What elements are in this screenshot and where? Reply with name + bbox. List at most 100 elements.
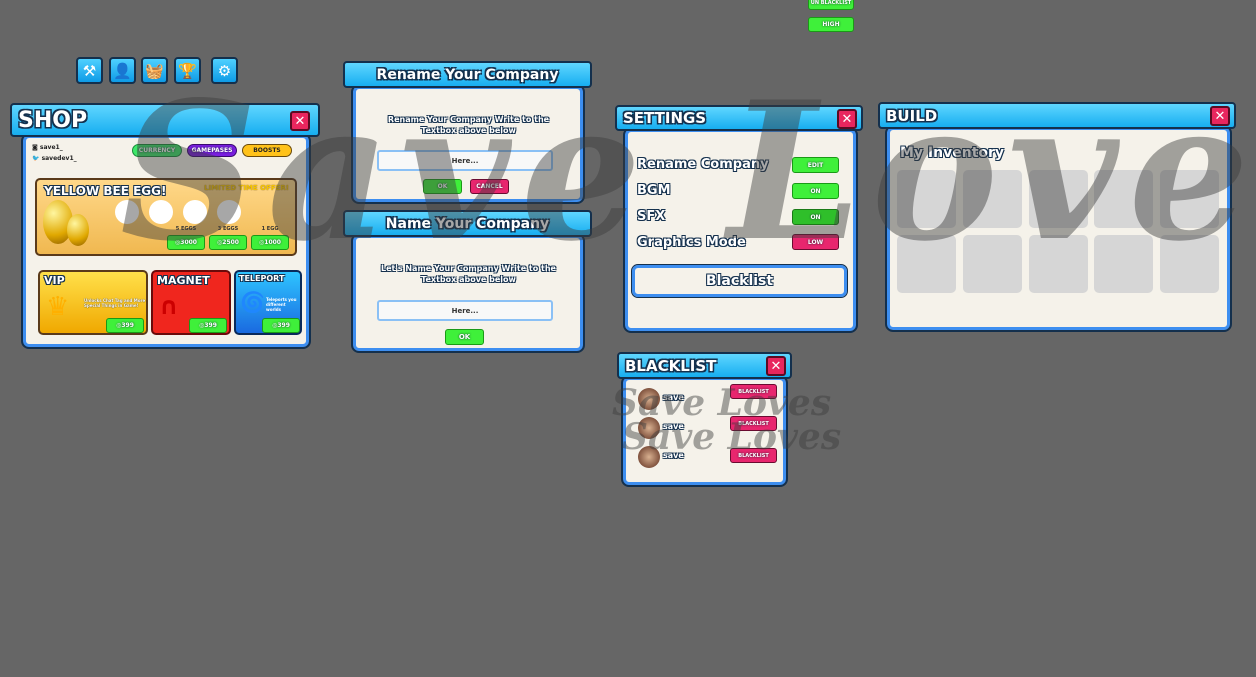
blacklist-panel: save BLACKLIST save BLACKLIST save BLACK…	[621, 375, 788, 487]
avatar	[638, 446, 660, 468]
blacklist-player-button[interactable]: BLACKLIST	[730, 448, 777, 463]
shop-panel: ◙ save1_ 🐦 savedev1_ CURRENCY GAMEPASES …	[21, 133, 311, 349]
pass-title: MAGNET	[157, 274, 210, 287]
magnet-icon: ∩	[159, 292, 179, 320]
egg-offer-card: YELLOW BEE EGG! LIMITED TIME OFFER! 5 EG…	[35, 178, 297, 256]
golden-egg-small-icon	[67, 214, 89, 246]
inventory-slot[interactable]	[1029, 170, 1088, 228]
bee-pet-icon	[217, 200, 241, 224]
settings-button[interactable]: ⚙	[211, 57, 238, 84]
rename-cancel-button[interactable]: CANCEL	[470, 179, 509, 194]
blacklist-button[interactable]: Blacklist	[631, 264, 848, 298]
player-name: save	[663, 451, 684, 460]
setting-label: SFX	[637, 209, 666, 224]
profile-button[interactable]: 👤	[109, 57, 136, 84]
rename-header: Rename Your Company	[343, 61, 592, 88]
bee-pet-icon	[115, 200, 139, 224]
egg-option-label: 3 EGGS	[217, 226, 239, 232]
bgm-toggle[interactable]: ON	[792, 183, 839, 199]
inventory-slot[interactable]	[963, 235, 1022, 293]
hammer-icon: ⚒	[82, 61, 97, 80]
trophy-button[interactable]: 🏆	[174, 57, 201, 84]
close-icon: ✕	[294, 113, 306, 129]
build-header: BUILD ✕	[878, 102, 1236, 129]
basket-icon: 🧺	[145, 61, 164, 80]
build-title: BUILD	[886, 106, 938, 125]
graphics-high-button[interactable]: HIGH	[808, 17, 854, 32]
inventory-slot[interactable]	[897, 235, 956, 293]
buy-magnet-button[interactable]: ◎ 399	[189, 318, 227, 333]
rename-title: Rename Your Company	[376, 66, 559, 83]
close-icon: ✕	[841, 111, 853, 127]
inventory-slot[interactable]	[1029, 235, 1088, 293]
limited-offer-label: LIMITED TIME OFFER!	[204, 184, 289, 192]
teleport-pass-card: TELEPORT 🌀 Teleports you different world…	[234, 270, 302, 335]
build-hammer-button[interactable]: ⚒	[76, 57, 103, 84]
settings-header: SETTINGS ✕	[615, 105, 863, 131]
graphics-mode-toggle[interactable]: LOW	[792, 234, 839, 250]
egg-option-label: 5 EGGS	[175, 226, 197, 232]
rename-panel: Rename Your Company Write to the Textbox…	[351, 84, 585, 204]
avatar	[638, 417, 660, 439]
unblacklist-button[interactable]: UN BLACKLIST	[808, 0, 854, 10]
name-ok-button[interactable]: OK	[445, 329, 484, 345]
bee-pet-icon	[183, 200, 207, 224]
egg-option-label: 1 EGG	[261, 226, 279, 232]
player-name: save	[663, 422, 684, 431]
blacklist-player-button[interactable]: BLACKLIST	[730, 384, 777, 399]
shop-button[interactable]: 🧺	[141, 57, 168, 84]
setting-label: Rename Company	[637, 157, 769, 172]
buy-3-eggs-button[interactable]: ◎ 2500	[209, 235, 247, 250]
shop-header: SHOP ✕	[10, 103, 320, 137]
rename-company-edit-button[interactable]: EDIT	[792, 157, 839, 173]
name-input[interactable]: Here...	[377, 300, 553, 321]
setting-label: BGM	[637, 183, 671, 198]
buy-vip-button[interactable]: ◎ 399	[106, 318, 144, 333]
pass-title: TELEPORT	[239, 274, 285, 283]
name-header: Name Your Company	[343, 210, 592, 237]
tab-boosts[interactable]: BOOSTS	[242, 144, 292, 157]
twitter-handle: 🐦 savedev1_	[32, 155, 77, 162]
buy-teleport-button[interactable]: ◎ 399	[262, 318, 300, 333]
settings-title: SETTINGS	[623, 109, 707, 127]
egg-title: YELLOW BEE EGG!	[44, 184, 167, 198]
shop-close-button[interactable]: ✕	[290, 111, 310, 131]
inventory-slot[interactable]	[1160, 235, 1219, 293]
name-title: Name Your Company	[385, 215, 550, 232]
blacklist-player-button[interactable]: BLACKLIST	[730, 416, 777, 431]
pass-description: Teleports you different worlds	[266, 297, 297, 312]
blacklist-close-button[interactable]: ✕	[766, 356, 786, 376]
inventory-slot[interactable]	[1094, 235, 1153, 293]
tab-currency[interactable]: CURRENCY	[132, 144, 182, 157]
close-icon: ✕	[1214, 108, 1226, 124]
pass-description: Unlocks Chat Tag and More Special Things…	[84, 298, 146, 308]
trophy-icon: 🏆	[178, 61, 197, 80]
rename-input[interactable]: Here...	[377, 150, 553, 171]
magnet-pass-card: MAGNET ∩ ◎ 399	[151, 270, 231, 335]
rename-message: Rename Your Company Write to the Textbox…	[387, 115, 550, 135]
inventory-slot[interactable]	[897, 170, 956, 228]
settings-close-button[interactable]: ✕	[837, 109, 857, 129]
blacklist-title: BLACKLIST	[625, 356, 717, 375]
gear-icon: ⚙	[217, 61, 232, 80]
avatar	[638, 388, 660, 410]
shop-title: SHOP	[18, 107, 88, 133]
discord-handle: ◙ save1_	[32, 144, 63, 151]
inventory-slot[interactable]	[1160, 170, 1219, 228]
setting-label: Graphics Mode	[637, 235, 746, 250]
inventory-slot[interactable]	[963, 170, 1022, 228]
tab-gamepasses[interactable]: GAMEPASES	[187, 144, 237, 157]
vip-pass-card: VIP ♛ Unlocks Chat Tag and More Special …	[38, 270, 148, 335]
buy-1-egg-button[interactable]: ◎ 1000	[251, 235, 289, 250]
inventory-slot[interactable]	[1094, 170, 1153, 228]
rename-ok-button[interactable]: OK	[423, 179, 462, 194]
sfx-toggle[interactable]: ON	[792, 209, 839, 225]
name-message: Let's Name Your Company Write to the Tex…	[381, 264, 556, 284]
inventory-title: My Inventory	[900, 145, 1005, 161]
crown-icon: ♛	[46, 292, 70, 322]
build-close-button[interactable]: ✕	[1210, 106, 1230, 126]
user-icon: 👤	[113, 61, 132, 80]
buy-5-eggs-button[interactable]: ◎ 3000	[167, 235, 205, 250]
blacklist-header: BLACKLIST ✕	[617, 352, 792, 379]
name-panel: Let's Name Your Company Write to the Tex…	[351, 233, 585, 353]
